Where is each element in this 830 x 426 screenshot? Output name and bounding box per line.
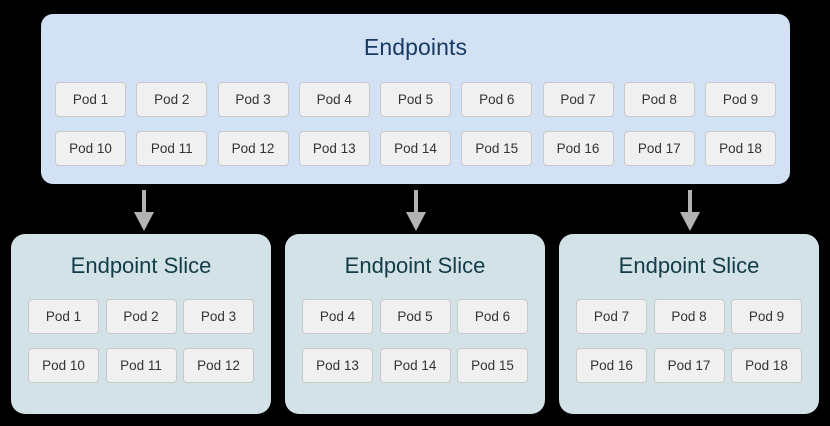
arrow-down-icon [677, 190, 703, 232]
endpoint-slice-panel-3: Endpoint Slice Pod 7 Pod 8 Pod 9 Pod 16 … [559, 234, 819, 414]
slice-pod-chip: Pod 6 [457, 299, 528, 334]
endpoint-slice-title: Endpoint Slice [70, 253, 212, 278]
slice-pod-chip: Pod 16 [576, 348, 647, 383]
slice-pod-chip: Pod 11 [105, 348, 177, 383]
endpoints-pod-chip: Pod 3 [217, 82, 289, 117]
endpoint-slice-row-2: Pod 13 Pod 14 Pod 15 [302, 348, 528, 383]
endpoints-pod-chip: Pod 6 [461, 82, 533, 117]
arrow-down-icon [131, 190, 157, 232]
endpoints-row-1: Pod 1 Pod 2 Pod 3 Pod 4 Pod 5 Pod 6 Pod … [55, 82, 776, 117]
endpoints-pod-chip: Pod 18 [705, 131, 776, 166]
arrow-down-icon [403, 190, 429, 232]
endpoint-slice-row-2: Pod 10 Pod 11 Pod 12 [28, 348, 254, 383]
endpoints-pod-chip: Pod 7 [542, 82, 614, 117]
endpoints-pod-chip: Pod 15 [461, 131, 533, 166]
endpoints-pod-chip: Pod 9 [705, 82, 776, 117]
slice-pod-chip: Pod 10 [28, 348, 99, 383]
slice-pod-chip: Pod 18 [731, 348, 802, 383]
endpoints-pod-chip: Pod 12 [217, 131, 289, 166]
endpoint-slice-panel-1: Endpoint Slice Pod 1 Pod 2 Pod 3 Pod 10 … [11, 234, 271, 414]
slice-pod-chip: Pod 4 [302, 299, 373, 334]
endpoints-pod-chip: Pod 11 [136, 131, 208, 166]
endpoints-row-2: Pod 10 Pod 11 Pod 12 Pod 13 Pod 14 Pod 1… [55, 131, 776, 166]
endpoints-pod-chip: Pod 17 [623, 131, 695, 166]
slice-pod-chip: Pod 7 [576, 299, 647, 334]
endpoints-title: Endpoints [363, 34, 468, 60]
endpoints-pod-chip: Pod 8 [623, 82, 695, 117]
slice-pod-chip: Pod 17 [653, 348, 725, 383]
endpoint-slice-row-1: Pod 7 Pod 8 Pod 9 [576, 299, 802, 334]
endpoint-slice-panel-2: Endpoint Slice Pod 4 Pod 5 Pod 6 Pod 13 … [285, 234, 545, 414]
slice-pod-chip: Pod 8 [653, 299, 725, 334]
endpoint-slice-row-2: Pod 16 Pod 17 Pod 18 [576, 348, 802, 383]
slice-pod-chip: Pod 13 [302, 348, 373, 383]
slice-pod-chip: Pod 9 [731, 299, 802, 334]
endpoint-slice-title: Endpoint Slice [618, 253, 760, 278]
endpoints-pod-chip: Pod 10 [55, 131, 126, 166]
endpoints-pod-chip: Pod 13 [298, 131, 370, 166]
slice-pod-chip: Pod 1 [28, 299, 99, 334]
slice-pod-chip: Pod 12 [183, 348, 254, 383]
endpoints-pod-chip: Pod 4 [298, 82, 370, 117]
endpoint-slice-title: Endpoint Slice [344, 253, 486, 278]
slice-pod-chip: Pod 5 [379, 299, 451, 334]
endpoints-panel: Endpoints Pod 1 Pod 2 Pod 3 Pod 4 Pod 5 … [41, 14, 790, 184]
slice-pod-chip: Pod 14 [379, 348, 451, 383]
endpoint-slice-row-1: Pod 1 Pod 2 Pod 3 [28, 299, 254, 334]
slice-pod-chip: Pod 15 [457, 348, 528, 383]
endpoints-pod-chip: Pod 14 [380, 131, 451, 166]
slice-pod-chip: Pod 2 [105, 299, 177, 334]
endpoints-pod-chip: Pod 16 [542, 131, 614, 166]
endpoints-pod-chip: Pod 5 [380, 82, 451, 117]
endpoint-slice-row-1: Pod 4 Pod 5 Pod 6 [302, 299, 528, 334]
endpoints-pod-chip: Pod 1 [55, 82, 126, 117]
slice-pod-chip: Pod 3 [183, 299, 254, 334]
endpoints-pod-chip: Pod 2 [136, 82, 208, 117]
